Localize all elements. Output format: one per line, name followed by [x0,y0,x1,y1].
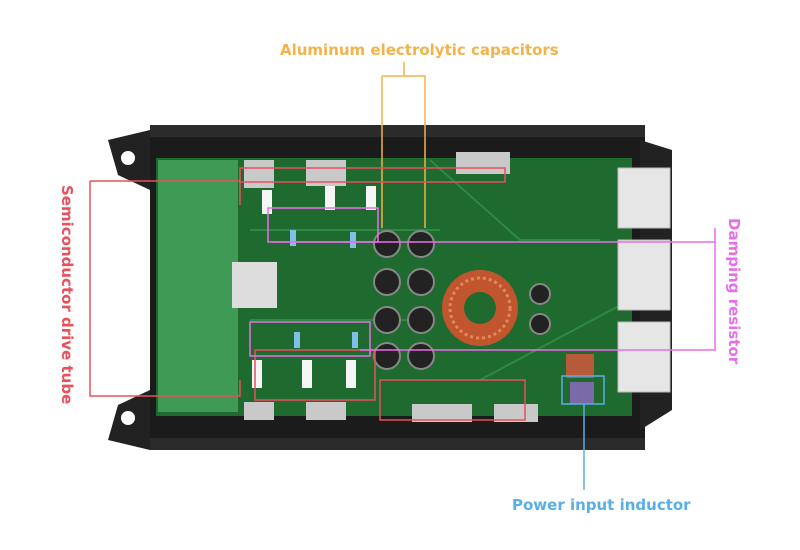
callout-capacitors [381,62,426,228]
terminal-blocks [617,167,671,393]
capacitors [373,230,551,370]
callout-inductor [561,375,605,490]
callout-damping [249,207,716,357]
input-inductor [566,354,594,404]
drive-tube-label: Semiconductor drive tube [58,185,76,405]
damping-label: Damping resistor [725,218,743,365]
capacitors-label: Aluminum electrolytic capacitors [280,41,559,59]
toroid-inductor [442,270,518,346]
resistors [290,230,358,348]
callout-drive-tube [89,167,526,421]
inductor-label: Power input inductor [512,496,691,514]
